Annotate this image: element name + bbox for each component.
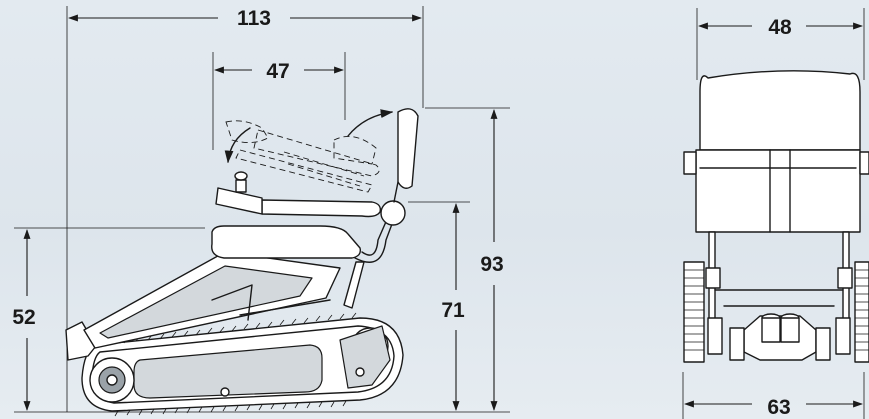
- seat: [211, 207, 399, 263]
- armrest-height-label: 71: [441, 299, 465, 322]
- front-extension-lines: [682, 8, 865, 419]
- armrest-depth-label: 47: [266, 60, 289, 83]
- armrest: [215, 171, 382, 218]
- overall-width-label: 63: [767, 396, 790, 419]
- tilt-ghost-outlines: [224, 109, 394, 193]
- seat-height-label: 52: [12, 306, 35, 329]
- front-bumper: [65, 321, 97, 361]
- backrest: [380, 108, 419, 226]
- overall-length-label: 113: [237, 7, 271, 30]
- front-view: 48 63: [682, 8, 869, 419]
- front-frame-legs: [705, 231, 853, 355]
- front-seat: [683, 149, 869, 233]
- track-unit: [81, 312, 404, 417]
- side-view: 113 47 52 71 93: [12, 6, 510, 417]
- overall-height-label: 93: [480, 253, 503, 276]
- side-dimension-lines: [23, 14, 498, 411]
- front-dimension-lines: [684, 22, 863, 408]
- front-backrest: [699, 70, 861, 151]
- seat-width-label: 48: [768, 16, 792, 39]
- front-drive-mechanism: [729, 313, 831, 361]
- front-tracks: [683, 261, 869, 363]
- frame: [83, 251, 365, 349]
